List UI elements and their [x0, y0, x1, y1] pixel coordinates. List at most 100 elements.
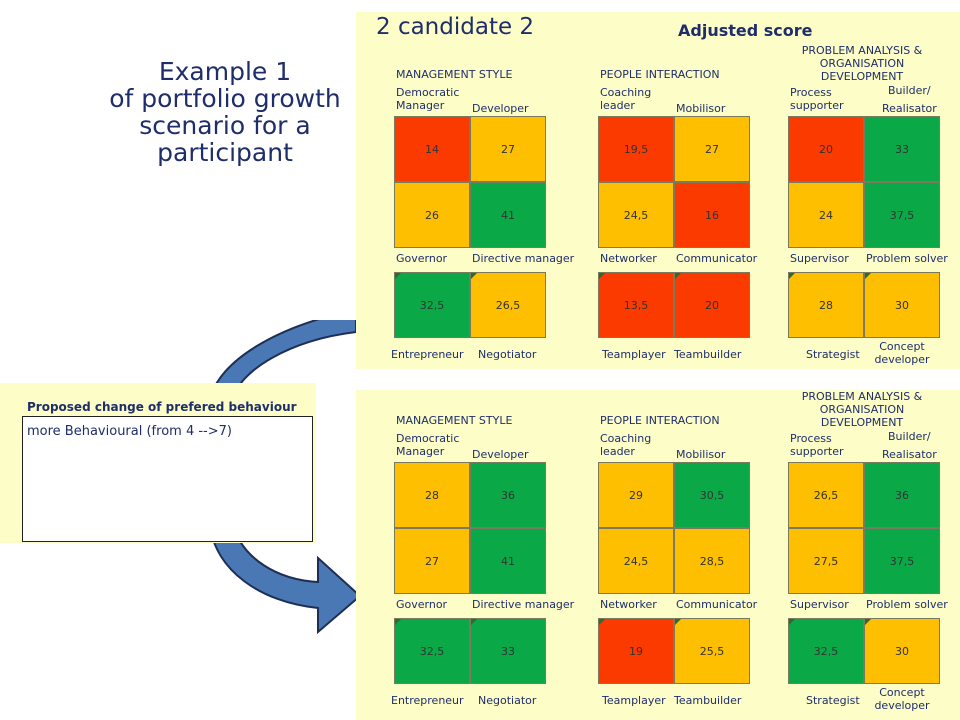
quadrant-label: Problem solver	[866, 252, 948, 265]
proposal-textbox[interactable]: more Behavioural (from 4 -->7)	[22, 416, 313, 542]
section-header: PEOPLE INTERACTION	[600, 414, 720, 427]
section-header: PEOPLE INTERACTION	[600, 68, 720, 81]
quadrant-label: Strategist	[806, 348, 860, 361]
heading-line: scenario for a	[139, 111, 311, 140]
quadrant-label: supporter	[790, 445, 844, 458]
quadrant-label: Developer	[472, 102, 529, 115]
section-header: DEVELOPMENT	[820, 70, 904, 83]
section-header: ORGANISATION	[819, 57, 905, 70]
score-cell: 20	[674, 272, 750, 338]
quadrant-label: Entrepreneur	[391, 694, 464, 707]
score-cell: 30	[864, 618, 940, 684]
score-cell: 28	[788, 272, 864, 338]
score-cell: 37,5	[864, 528, 940, 594]
score-cell: 25,5	[674, 618, 750, 684]
score-cell: 30,5	[674, 462, 750, 528]
quadrant-label: Teamplayer	[602, 694, 666, 707]
score-cell: 27	[470, 116, 546, 182]
score-cell: 28	[394, 462, 470, 528]
quadrant-label: leader	[600, 99, 635, 112]
quadrant-label: Mobilisor	[676, 102, 726, 115]
section-header: MANAGEMENT STYLE	[396, 414, 513, 427]
score-cell: 14	[394, 116, 470, 182]
score-cell: 36	[864, 462, 940, 528]
score-cell: 20	[788, 116, 864, 182]
score-cell: 33	[470, 618, 546, 684]
quadrant-label: Negotiator	[478, 348, 537, 361]
score-cell: 41	[470, 182, 546, 248]
quadrant-label: Realisator	[882, 448, 937, 461]
quadrant-label: developer	[874, 699, 930, 712]
heading-line: of portfolio growth	[109, 84, 341, 113]
score-cell: 26	[394, 182, 470, 248]
score-cell: 32,5	[394, 272, 470, 338]
score-cell: 30	[864, 272, 940, 338]
quadrant-label: Developer	[472, 448, 529, 461]
curved-arrow-icon	[210, 320, 362, 635]
quadrant-label: Supervisor	[790, 598, 849, 611]
score-cell: 19	[598, 618, 674, 684]
score-cell: 32,5	[788, 618, 864, 684]
score-cell: 24,5	[598, 182, 674, 248]
quadrant-label: Supervisor	[790, 252, 849, 265]
quadrant-label: Entrepreneur	[391, 348, 464, 361]
quadrant-label: Directive manager	[472, 252, 575, 265]
quadrant-label: Directive manager	[472, 598, 575, 611]
score-cell: 33	[864, 116, 940, 182]
quadrant-label: Communicator	[676, 252, 758, 265]
quadrant-label: Communicator	[676, 598, 758, 611]
candidate-title: 2 candidate 2	[376, 14, 535, 40]
quadrant-label: Coaching	[600, 432, 652, 445]
quadrant-label: Networker	[600, 598, 657, 611]
quadrant-label: Governor	[396, 598, 448, 611]
section-header: MANAGEMENT STYLE	[396, 68, 513, 81]
section-header: PROBLEM ANALYSIS &	[801, 44, 923, 57]
quadrant-label: Process	[790, 86, 832, 99]
quadrant-label: Coaching	[600, 86, 652, 99]
quadrant-label: Governor	[396, 252, 448, 265]
quadrant-label: Negotiator	[478, 694, 537, 707]
score-cell: 16	[674, 182, 750, 248]
section-header: PROBLEM ANALYSIS &	[801, 390, 923, 403]
score-cell: 26,5	[470, 272, 546, 338]
score-cell: 29	[598, 462, 674, 528]
quadrant-label: supporter	[790, 99, 844, 112]
quadrant-label: Builder/	[888, 84, 931, 97]
score-cell: 13,5	[598, 272, 674, 338]
score-cell: 28,5	[674, 528, 750, 594]
slide-heading: Example 1 of portfolio growth scenario f…	[90, 58, 360, 166]
quadrant-label: Process	[790, 432, 832, 445]
score-cell: 32,5	[394, 618, 470, 684]
quadrant-label: Teambuilder	[674, 348, 742, 361]
score-cell: 37,5	[864, 182, 940, 248]
quadrant-label: Strategist	[806, 694, 860, 707]
quadrant-label: Manager	[396, 445, 445, 458]
quadrant-label: Manager	[396, 99, 445, 112]
score-cell: 36	[470, 462, 546, 528]
quadrant-label: Concept	[879, 686, 925, 699]
heading-line: participant	[157, 138, 293, 167]
section-header: DEVELOPMENT	[820, 416, 904, 429]
quadrant-label: Builder/	[888, 430, 931, 443]
score-cell: 26,5	[788, 462, 864, 528]
quadrant-label: Teamplayer	[602, 348, 666, 361]
quadrant-label: Mobilisor	[676, 448, 726, 461]
adjusted-score-title: Adjusted score	[678, 21, 813, 40]
score-cell: 24	[788, 182, 864, 248]
score-cell: 27	[394, 528, 470, 594]
heading-line: Example 1	[158, 57, 292, 86]
score-cell: 19,5	[598, 116, 674, 182]
section-header: ORGANISATION	[819, 403, 905, 416]
score-cell: 24,5	[598, 528, 674, 594]
quadrant-label: Problem solver	[866, 598, 948, 611]
quadrant-label: Networker	[600, 252, 657, 265]
quadrant-label: Realisator	[882, 102, 937, 115]
quadrant-label: leader	[600, 445, 635, 458]
quadrant-label: Teambuilder	[674, 694, 742, 707]
score-cell: 41	[470, 528, 546, 594]
quadrant-label: developer	[874, 353, 930, 366]
proposal-title: Proposed change of prefered behaviour	[27, 400, 297, 414]
score-cell: 27	[674, 116, 750, 182]
quadrant-label: Democratic	[396, 432, 460, 445]
score-cell: 27,5	[788, 528, 864, 594]
